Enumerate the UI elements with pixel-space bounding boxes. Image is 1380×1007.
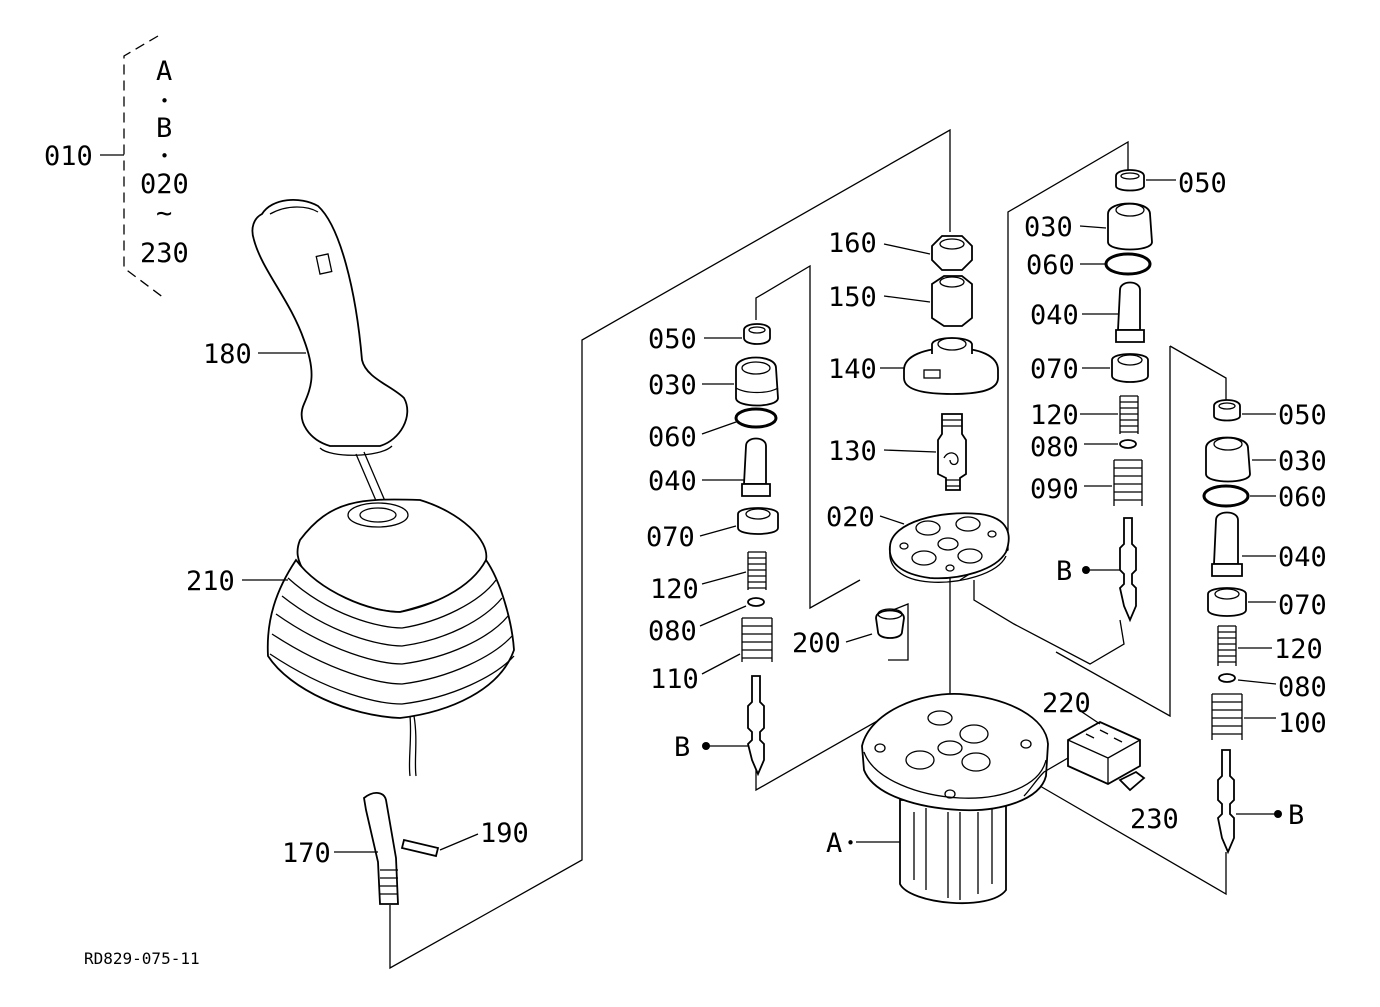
part-grip-180: 180 <box>203 199 409 456</box>
right-label-b: B <box>1288 800 1304 831</box>
left-label-080: 080 <box>648 616 697 647</box>
right-label-050: 050 <box>1278 400 1327 431</box>
mid-oring-060: 060 <box>1026 250 1152 281</box>
part-plate-140: 140 <box>828 337 999 395</box>
right-label-080: 080 <box>1278 672 1327 703</box>
label-220: 220 <box>1042 688 1091 719</box>
left-oring-060: 060 <box>648 407 778 453</box>
part-plate-020: 020 <box>826 502 1010 583</box>
mid-label-040: 040 <box>1030 300 1079 331</box>
kit-number: 010 <box>44 141 93 172</box>
mid-spring-090: 090 <box>1030 459 1143 506</box>
drawing-number: RD829-075-11 <box>84 949 200 968</box>
mid-seal-050: 050 <box>1115 168 1227 199</box>
mid-label-120: 120 <box>1030 400 1079 431</box>
label-020: 020 <box>826 502 875 533</box>
left-seal-050: 050 <box>648 323 771 355</box>
part-pin-190: 190 <box>400 818 529 858</box>
right-label-060: 060 <box>1278 482 1327 513</box>
kit-range-mark: ~ <box>156 198 172 229</box>
label-170: 170 <box>282 838 331 869</box>
right-spring-120: 120 <box>1217 625 1323 666</box>
left-label-040: 040 <box>648 466 697 497</box>
right-label-100: 100 <box>1278 708 1327 739</box>
part-plug-200: 200 <box>792 608 905 659</box>
right-spool-b: B <box>1217 749 1304 855</box>
label-150: 150 <box>828 282 877 313</box>
label-body-a: A <box>826 828 842 859</box>
label-230: 230 <box>1130 804 1179 835</box>
right-label-030: 030 <box>1278 446 1327 477</box>
left-label-060: 060 <box>648 422 697 453</box>
right-label-120: 120 <box>1274 634 1323 665</box>
part-lever-tube-170: 170 <box>282 792 399 905</box>
right-label-070: 070 <box>1278 590 1327 621</box>
mid-label-090: 090 <box>1030 474 1079 505</box>
mid-holder-070: 070 <box>1030 353 1149 385</box>
part-nut-150: 150 <box>828 275 973 327</box>
label-160: 160 <box>828 228 877 259</box>
right-washer-080: 080 <box>1218 672 1327 703</box>
label-140: 140 <box>828 354 877 385</box>
label-130: 130 <box>828 436 877 467</box>
middle-valve-stack: 050 030 060 040 070 120 <box>1024 168 1227 623</box>
left-plug-030: 030 <box>648 356 779 407</box>
kit-member-230: 230 <box>140 238 189 269</box>
left-holder-070: 070 <box>646 507 779 553</box>
right-plug-030: 030 <box>1205 436 1327 483</box>
left-label-b: B <box>674 732 690 763</box>
mid-spool-b: B <box>1056 517 1137 623</box>
kit-member-020: 020 <box>140 169 189 200</box>
left-label-120: 120 <box>650 574 699 605</box>
part-boot-210: 210 <box>186 498 515 777</box>
right-holder-070: 070 <box>1207 587 1327 621</box>
right-valve-stack: 050 030 060 040 070 120 <box>1202 399 1327 855</box>
part-body-a: A • <box>826 693 1049 905</box>
right-spring-100: 100 <box>1211 693 1327 740</box>
mid-label-080: 080 <box>1030 432 1079 463</box>
kit-member-a: A <box>156 56 172 87</box>
mid-label-050: 050 <box>1178 168 1227 199</box>
mid-push-rod-040: 040 <box>1030 281 1145 343</box>
left-label-110: 110 <box>650 664 699 695</box>
left-spring-120: 120 <box>650 551 767 605</box>
right-seal-050: 050 <box>1213 399 1327 431</box>
part-joint-130: 130 <box>828 413 967 491</box>
kit-dot-2: • <box>160 147 169 165</box>
left-washer-080: 080 <box>648 597 765 647</box>
mid-label-b: B <box>1056 556 1072 587</box>
part-plug-230: 230 <box>1118 770 1179 835</box>
left-label-050: 050 <box>648 324 697 355</box>
kit-member-b: B <box>156 113 172 144</box>
body-a-dot: • <box>846 834 855 852</box>
right-oring-060: 060 <box>1202 482 1327 513</box>
right-push-rod-040: 040 <box>1211 511 1327 577</box>
mid-plug-030: 030 <box>1024 202 1153 251</box>
left-push-rod-040: 040 <box>648 437 771 497</box>
kit-dot-1: • <box>160 92 169 110</box>
left-spring-110: 110 <box>650 617 773 695</box>
part-nut-160: 160 <box>828 228 973 271</box>
mid-label-070: 070 <box>1030 354 1079 385</box>
label-180: 180 <box>203 339 252 370</box>
kit-bracket: 010 A • B • 020 ~ 230 <box>44 35 189 299</box>
left-label-030: 030 <box>648 370 697 401</box>
mid-spring-120: 120 <box>1030 395 1139 434</box>
mid-label-060: 060 <box>1026 250 1075 281</box>
left-valve-stack: 050 030 060 040 070 12 <box>646 323 779 777</box>
left-label-070: 070 <box>646 522 695 553</box>
label-210: 210 <box>186 566 235 597</box>
mid-washer-080: 080 <box>1030 432 1137 463</box>
part-connector-220: 220 <box>1023 688 1141 797</box>
left-spool-b: B <box>674 675 765 777</box>
label-190: 190 <box>480 818 529 849</box>
label-200: 200 <box>792 628 841 659</box>
mid-label-030: 030 <box>1024 212 1073 243</box>
right-label-040: 040 <box>1278 542 1327 573</box>
